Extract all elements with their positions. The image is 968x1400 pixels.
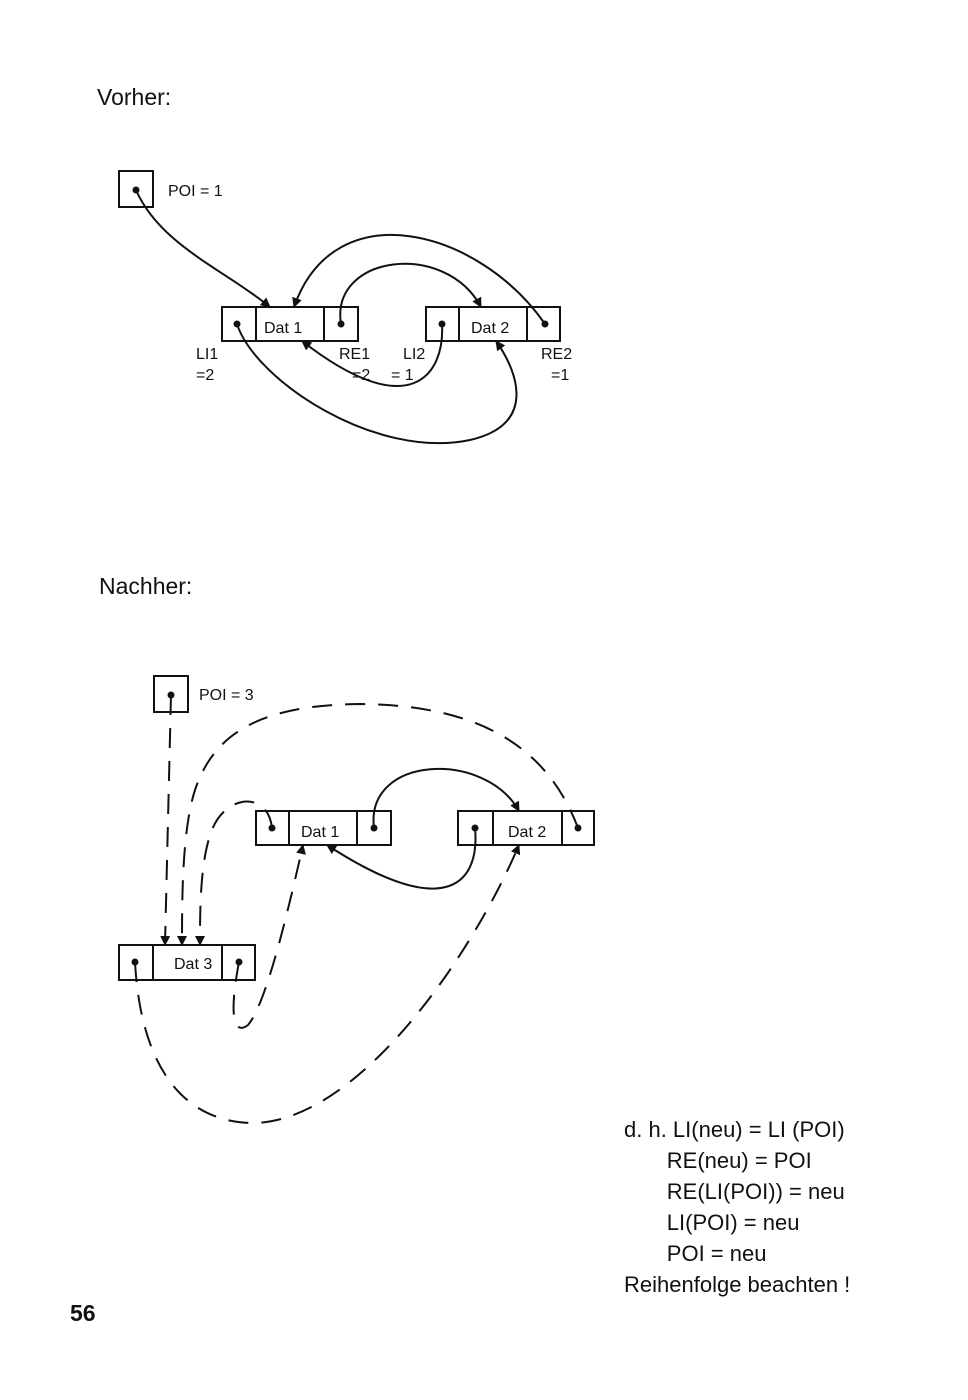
before-heading: Vorher: <box>97 84 172 110</box>
before-node-1: Dat 1 <box>221 306 359 342</box>
after-arrow-re3 <box>232 844 306 1029</box>
after-node-2-label: Dat 2 <box>508 824 546 841</box>
after-heading: Nachher: <box>99 573 193 599</box>
after-pointer-label: POI = 3 <box>199 687 254 704</box>
note-line-6: Reihenfolge beachten ! <box>624 1272 851 1297</box>
after-node-3-label: Dat 3 <box>174 956 212 973</box>
before-pointer-label: POI = 1 <box>168 183 223 200</box>
before-node-2: Dat 2 <box>425 306 561 342</box>
before-li2-value: = 1 <box>391 367 414 384</box>
before-re2-value: =1 <box>551 367 569 384</box>
before-arrow-poi <box>135 189 271 308</box>
after-node-3: Dat 3 <box>118 944 256 981</box>
after-arrow-li1 <box>195 800 273 946</box>
before-arrow-re1 <box>339 262 482 325</box>
after-arrow-li2 <box>326 827 477 890</box>
after-arrow-re1 <box>372 767 520 829</box>
after-arrow-li3 <box>134 844 521 1125</box>
after-arrow-re2 <box>177 702 579 946</box>
after-node-2: Dat 2 <box>457 810 595 846</box>
before-node-1-label: Dat 1 <box>264 320 302 337</box>
after-node-1-label: Dat 1 <box>301 824 339 841</box>
before-li1-value: =2 <box>196 367 214 384</box>
before-node-2-label: Dat 2 <box>471 320 509 337</box>
before-arrow-li1 <box>236 323 518 445</box>
before-arrow-li2 <box>301 323 444 387</box>
explanation-note: d. h. LI(neu) = LI (POI) RE(neu) = POI R… <box>624 1114 850 1300</box>
after-diagram: POI = 3 Dat 1 Dat 2 <box>118 675 595 1125</box>
before-pointer-box <box>118 170 154 208</box>
after-node-1: Dat 1 <box>255 810 392 846</box>
before-re1-name: RE1 <box>339 346 370 363</box>
before-re2-name: RE2 <box>541 346 572 363</box>
note-line-2: RE(neu) = POI <box>624 1148 812 1173</box>
before-li2-name: LI2 <box>403 346 425 363</box>
note-line-1: d. h. LI(neu) = LI (POI) <box>624 1117 845 1142</box>
note-line-4: LI(POI) = neu <box>624 1210 800 1235</box>
after-arrow-poi <box>160 694 172 946</box>
page-number: 56 <box>70 1300 96 1326</box>
note-line-5: POI = neu <box>624 1241 767 1266</box>
note-line-3: RE(LI(POI)) = neu <box>624 1179 845 1204</box>
before-arrow-re2 <box>292 234 546 325</box>
before-diagram: POI = 1 Dat 1 Dat 2 LI1 =2 <box>118 170 572 445</box>
before-li1-name: LI1 <box>196 346 218 363</box>
